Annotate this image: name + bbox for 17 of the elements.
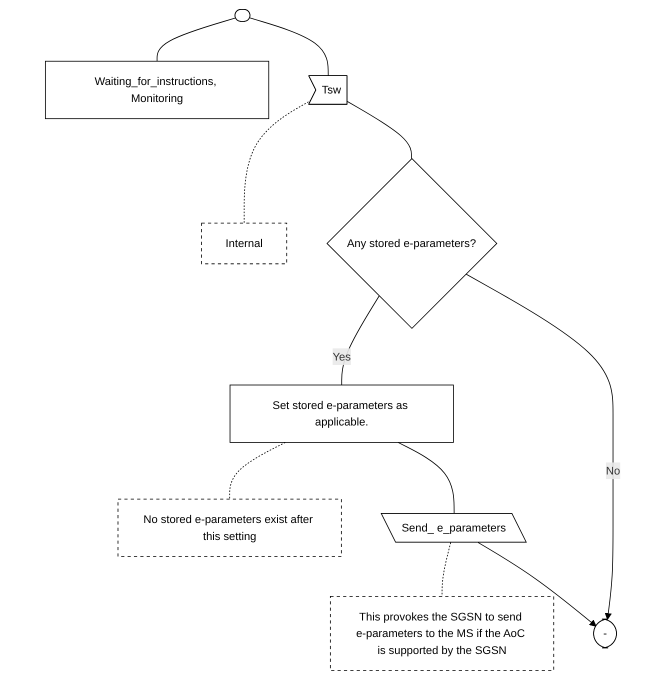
edge-label: Yes (332, 350, 352, 363)
node-box: No stored e-parameters exist after this setting (118, 498, 342, 557)
connector (398, 442, 455, 514)
node-box: This provokes the SGSN to send e-parameters to the MS if the AoC is supported by the SGSN (330, 596, 554, 671)
node-diamond: Any stored e-parameters? (326, 158, 498, 329)
arrow (466, 274, 614, 620)
connector (230, 442, 286, 500)
arrow (478, 542, 597, 627)
connector (156, 18, 236, 62)
node-box: Set stored e-parameters as applicable. (230, 384, 454, 443)
connector (250, 18, 329, 76)
connector (347, 101, 412, 159)
node-box: Internal (201, 222, 288, 264)
node-box: Waiting_for_instructions, Monitoring (45, 60, 270, 120)
edge-label: No (606, 464, 620, 477)
connector (342, 296, 380, 386)
connector (442, 542, 452, 597)
